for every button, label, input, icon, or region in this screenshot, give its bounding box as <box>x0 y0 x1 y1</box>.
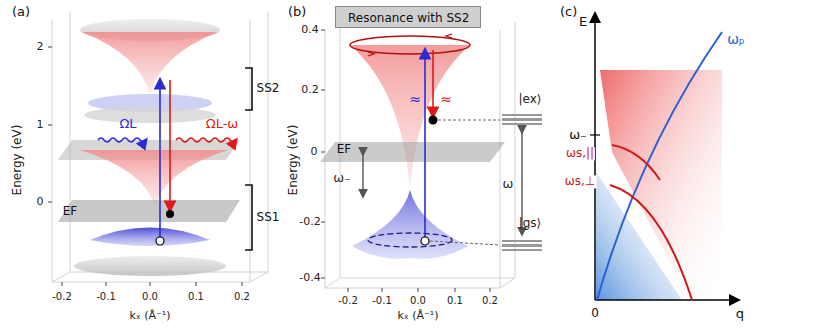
figure-label: ΩL <box>119 117 136 131</box>
figure-label: 0.1 <box>188 291 204 302</box>
figure-label: 0.2 <box>482 295 498 306</box>
figure-label: 0.4 <box>301 24 319 36</box>
figure-label: ω₋ <box>568 128 588 142</box>
figure-label: Energy (eV) <box>11 125 24 196</box>
figure-label: (a) <box>12 5 30 19</box>
figure-label: kₓ (Å⁻¹) <box>129 310 170 322</box>
figure-label: ω <box>503 177 514 191</box>
figure-label: 0 <box>311 146 318 158</box>
figure-label: -0.4 <box>299 272 320 284</box>
figure-label: -0.2 <box>338 295 358 306</box>
figure-label: 0.2 <box>301 84 319 96</box>
figure-label: |gs⟩ <box>519 217 542 230</box>
figure-label: 0.0 <box>142 291 158 302</box>
figure-label: -0.1 <box>96 291 116 302</box>
figure-label: (b) <box>288 5 306 19</box>
figure-label: -0.1 <box>372 295 392 306</box>
title-box: Resonance with SS2 <box>335 6 481 28</box>
figure-label: ωs,|| <box>565 147 595 160</box>
figure-label: -0.2 <box>299 216 320 228</box>
figure-label: 0.1 <box>447 295 463 306</box>
figure-label: ≈ <box>409 92 421 107</box>
figure-label: Energy (eV) <box>287 125 300 196</box>
figure-label: SS2 <box>257 82 280 95</box>
figure-label: EF <box>337 143 351 156</box>
figure-label: q <box>736 307 744 321</box>
figure-label: 0.0 <box>410 295 426 306</box>
figure-label: |ex⟩ <box>519 93 542 106</box>
figure-label: 0 <box>591 307 599 320</box>
figure-label: EF <box>63 205 77 218</box>
figure-label: ωₚ <box>727 32 745 47</box>
figure-label: (c) <box>560 5 577 19</box>
figure-label: ≈ <box>440 92 452 107</box>
figure-label: -0.2 <box>52 291 72 302</box>
figure-label: ωs,⊥ <box>564 175 597 188</box>
box-title: Resonance with SS2 <box>348 11 468 25</box>
figure-label: 0 <box>37 196 44 208</box>
figure-label: kₓ (Å⁻¹) <box>397 310 438 322</box>
figure-label: SS1 <box>257 211 280 224</box>
figure-label: 2 <box>37 41 44 53</box>
figure-label: ω₋ <box>333 171 351 185</box>
figure-label: 0.2 <box>234 291 250 302</box>
figure-label: E <box>579 15 587 29</box>
figure-label: 1 <box>37 119 44 131</box>
figure-label: ΩL-ω <box>206 117 239 131</box>
